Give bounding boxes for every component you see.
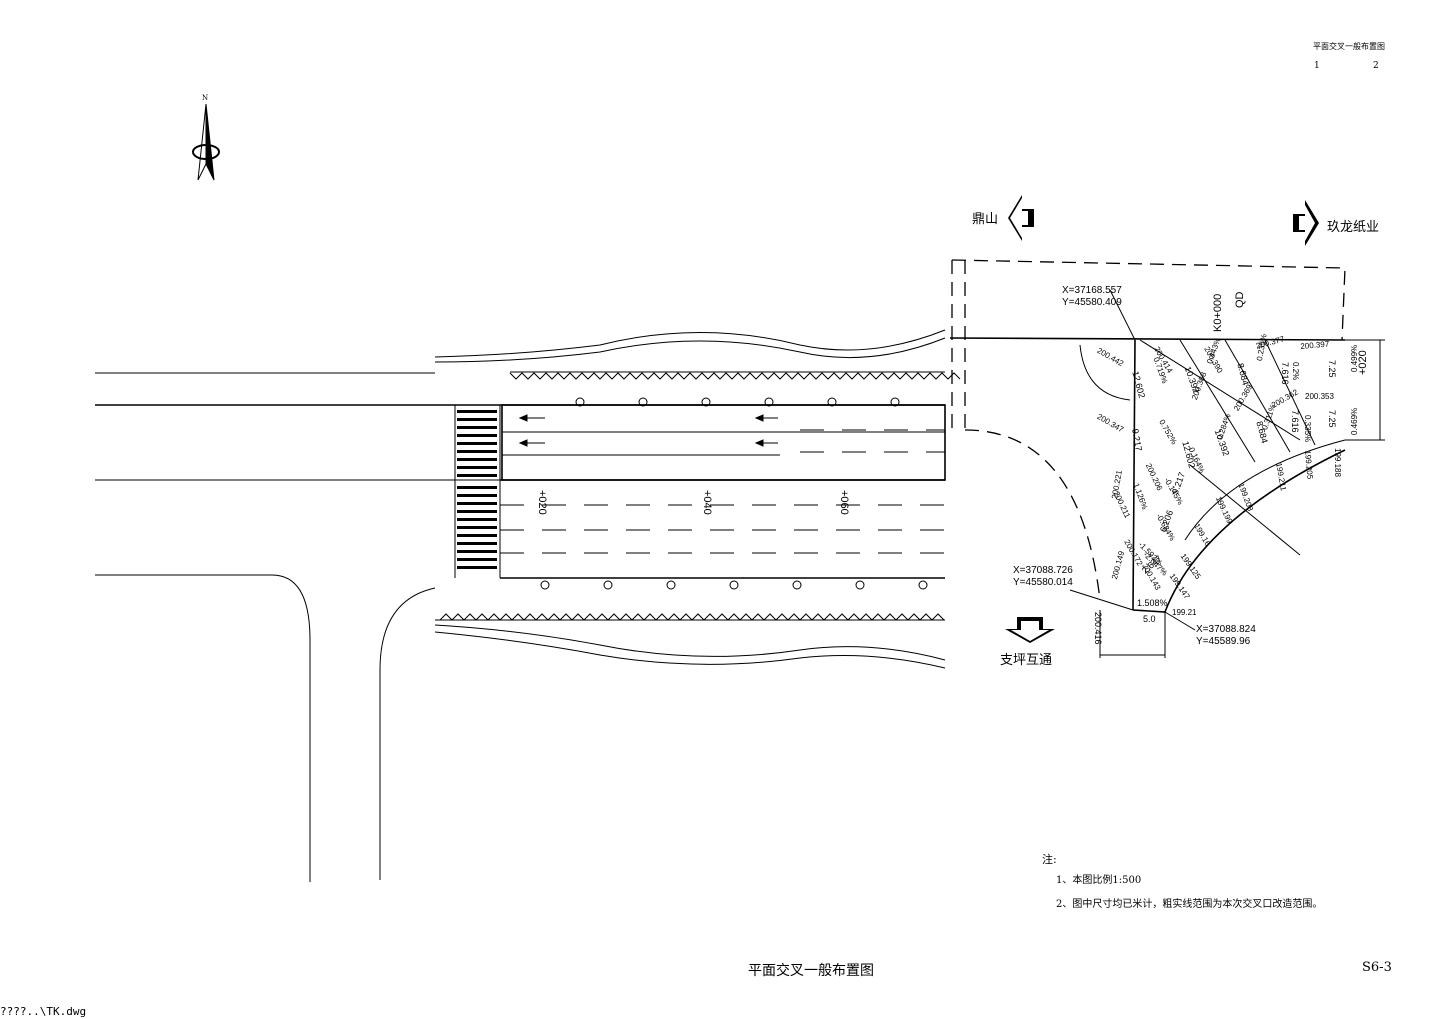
station-marker: +020 (536, 490, 548, 515)
north-arrow: N (186, 94, 226, 186)
start-station-code: QD (1234, 291, 1246, 309)
arrow-down-icon (1005, 617, 1055, 643)
bottom-slope-label: 1.508% (1137, 598, 1168, 608)
direction-east-label: 玖龙纸业 (1327, 220, 1380, 235)
coord-right-x: X=37088.824 (1196, 624, 1256, 635)
footer-title: 平面交叉一般布置图 (748, 963, 874, 979)
direction-west-label: 鼎山 (972, 212, 999, 227)
direction-south-label: 支坪互通 (1000, 653, 1053, 668)
titleblock-heading: 平面交叉一般布置图 (1313, 42, 1385, 51)
arrow-left-icon (1008, 195, 1034, 241)
file-path: ????..\TK.dwg (0, 1005, 87, 1018)
width-label: 7.25 (1327, 360, 1337, 378)
width-label: 7.616 (1280, 362, 1290, 385)
coord-right-y: Y=45589.96 (1196, 636, 1251, 647)
arc-elev-label: 199.188 (1333, 448, 1342, 477)
elev-label: 200.353 (1305, 392, 1334, 401)
slope-label: 0.499% (1350, 344, 1359, 372)
page-total: 2 (1373, 61, 1379, 71)
slope-label: 0.335% (1303, 415, 1312, 443)
notes-label: 注: (1042, 853, 1057, 866)
sheet-number: S6-3 (1362, 960, 1392, 975)
station-marker: +040 (701, 490, 713, 515)
north-label: N (202, 94, 209, 102)
coord-top-y: Y=45580.409 (1062, 297, 1122, 308)
bottom-width-label: 5.0 (1143, 614, 1156, 624)
page-current: 1 (1314, 61, 1320, 71)
elev-label: 200.416 (1093, 612, 1103, 645)
width-label: 7.25 (1327, 410, 1337, 428)
coord-top-x: X=37168.557 (1062, 285, 1122, 296)
coord-left-x: X=37088.726 (1013, 565, 1073, 576)
coord-left-y: Y=45580.014 (1013, 577, 1073, 588)
slope-label: 0.2% (1291, 362, 1300, 381)
note-item: 2、图中尺寸均已米计，粗实线范围为本次交叉口改造范围。 (1056, 899, 1323, 910)
north-arrow-icon (192, 104, 220, 181)
station-marker: +060 (838, 490, 850, 515)
note-item: 1、本图比例1:500 (1056, 875, 1142, 886)
arc-elev-label: 199.21 (1172, 608, 1197, 617)
arrow-right-icon (1293, 200, 1319, 246)
start-station-label: K0+000 (1212, 293, 1224, 332)
width-label: 7.616 (1290, 410, 1300, 433)
slope-label: 0.469% (1350, 407, 1359, 435)
